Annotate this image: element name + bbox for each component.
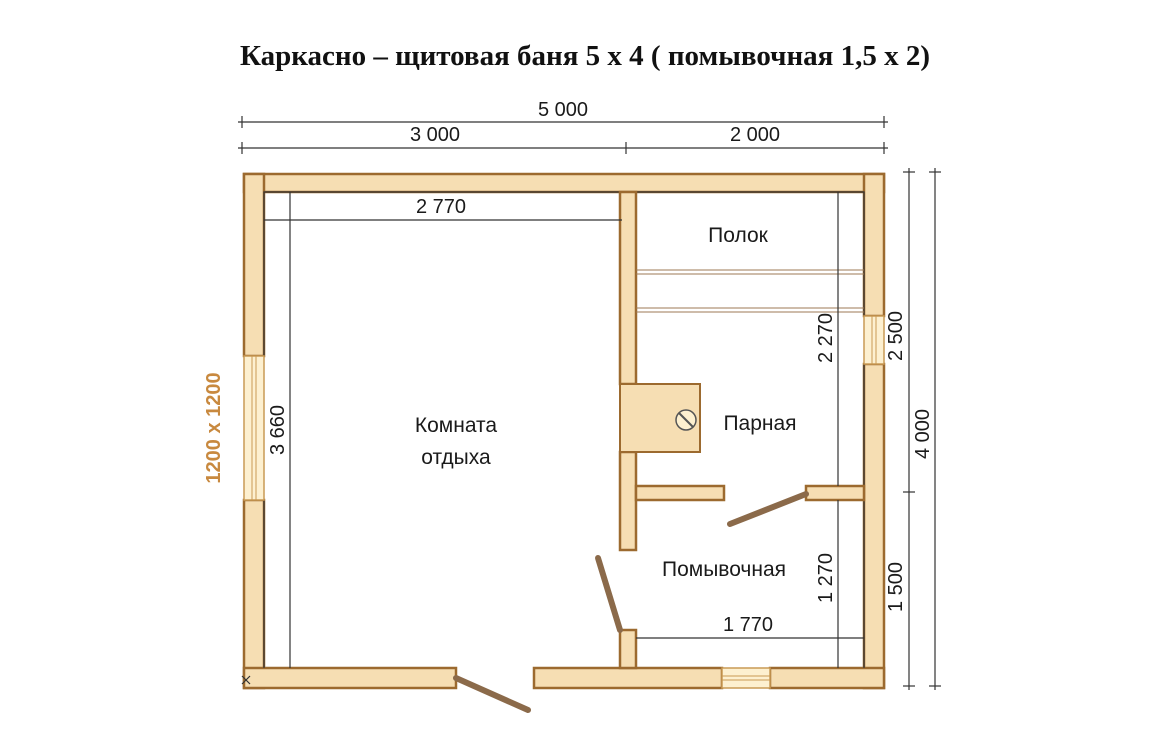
interior-partitions [618, 190, 866, 670]
window-bottom [721, 667, 771, 689]
dim-wash-inner-height: 1 270 [815, 553, 837, 603]
dim-total-width: 5 000 [538, 99, 588, 121]
room-label-wash: Помывочная [662, 558, 786, 581]
dim-right-width: 2 000 [730, 124, 780, 146]
window-left [243, 355, 265, 501]
room-label-shelf: Полок [708, 224, 768, 247]
steam-room-door [727, 491, 809, 527]
stove [619, 383, 701, 453]
inner-dimensions [241, 192, 864, 685]
top-dimensions [238, 116, 888, 154]
room-label-rest-line2: отдыха [421, 446, 491, 469]
dim-steam-inner-height: 2 270 [815, 313, 837, 363]
dim-total-height: 4 000 [912, 409, 934, 459]
shelf-lines [636, 269, 864, 313]
right-dimensions [903, 168, 941, 690]
interior-wall-outline [263, 191, 865, 668]
window-size-label: 1200 х 1200 [203, 372, 225, 483]
room-label-rest-line1: Комната [415, 414, 498, 437]
dim-left-width: 3 000 [410, 124, 460, 146]
wash-room-door [595, 555, 623, 633]
dim-wash-inner-width: 1 770 [723, 614, 773, 636]
dim-rest-inner-width: 2 770 [416, 196, 466, 218]
plan-title: Каркасно – щитовая баня 5 х 4 ( помывочн… [239, 40, 931, 72]
dim-rest-inner-height: 3 660 [267, 405, 289, 455]
room-label-steam: Парная [723, 412, 796, 435]
entrance-door [453, 675, 531, 713]
window-right [863, 315, 885, 365]
dim-wash-outer-height: 1 500 [885, 562, 907, 612]
dim-steam-outer-height: 2 500 [885, 311, 907, 361]
